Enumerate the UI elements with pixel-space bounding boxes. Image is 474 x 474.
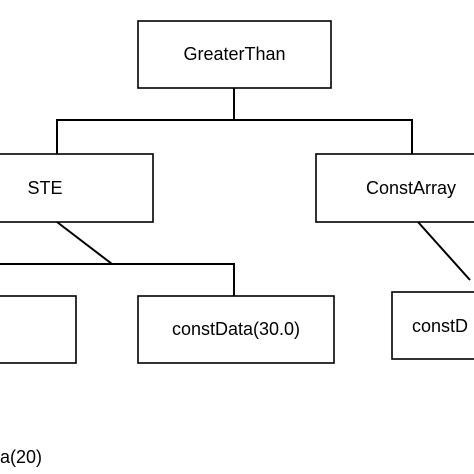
node-constarray-child-label: constD bbox=[412, 316, 468, 336]
node-ste-left-child-box bbox=[0, 295, 77, 364]
node-constarray: ConstArray bbox=[315, 153, 474, 223]
edge-ste-children bbox=[0, 221, 115, 265]
node-constdata-30-label: constData(30.0) bbox=[172, 319, 300, 339]
edge-root-children bbox=[56, 88, 235, 154]
edge-ste-right bbox=[112, 263, 235, 296]
node-constdata-30: constData(30.0) bbox=[137, 295, 335, 364]
edge-root-right bbox=[234, 119, 413, 154]
node-ste: STE bbox=[0, 153, 154, 223]
node-ste-left-child bbox=[0, 295, 77, 364]
node-greaterthan: GreaterThan bbox=[137, 20, 332, 89]
node-constarray-label: ConstArray bbox=[366, 178, 456, 198]
edge-constarray-child bbox=[417, 221, 471, 281]
node-ste-box bbox=[0, 153, 154, 223]
node-greaterthan-label: GreaterThan bbox=[183, 44, 285, 64]
node-constarray-box bbox=[315, 153, 474, 223]
node-constarray-child: constD bbox=[391, 291, 474, 360]
node-ste-label: STE bbox=[27, 178, 62, 198]
node-constarray-child-box bbox=[391, 291, 474, 360]
caption-text: a(20) bbox=[0, 447, 42, 467]
node-greaterthan-box bbox=[137, 20, 332, 89]
node-constdata-30-box bbox=[137, 295, 335, 364]
